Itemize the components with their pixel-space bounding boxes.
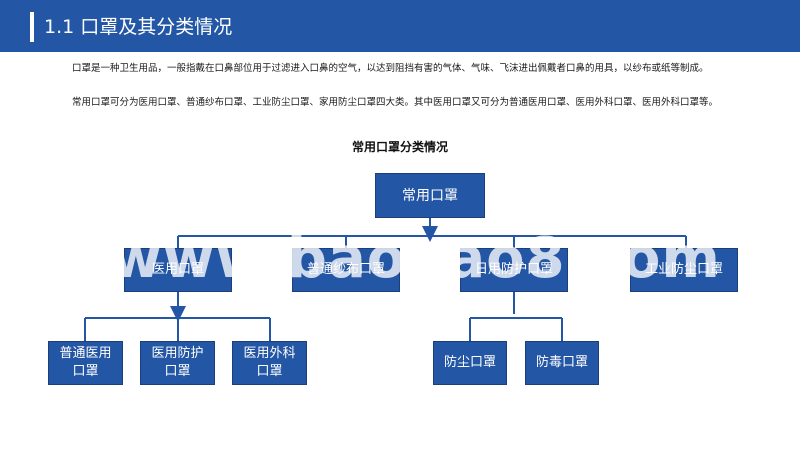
node-daily-protective-masks-label: 日用防护口罩	[474, 262, 553, 277]
node-gas-mask: 防毒口罩	[525, 341, 599, 385]
node-industrial-dust-masks: 工业防尘口罩	[630, 248, 738, 292]
node-gauze-masks-label: 普通纱布口罩	[306, 262, 385, 277]
node-medical-protective-mask: 医用防护 口罩	[140, 341, 215, 385]
node-industrial-dust-masks-label: 工业防尘口罩	[644, 262, 723, 277]
node-medical-surgical-mask: 医用外科 口罩	[232, 341, 307, 385]
node-medical-surgical-mask-line1: 医用外科	[243, 346, 296, 361]
node-medical-surgical-mask-line2: 口罩	[256, 364, 283, 379]
node-gauze-masks: 普通纱布口罩	[292, 248, 400, 292]
intro-paragraph-2: 常用口罩可分为医用口罩、普通纱布口罩、工业防尘口罩、家用防尘口罩四大类。其中医用…	[72, 97, 719, 108]
node-gas-mask-label: 防毒口罩	[535, 355, 588, 370]
node-daily-protective-masks: 日用防护口罩	[460, 248, 568, 292]
page-title: 1.1 口罩及其分类情况	[44, 16, 233, 38]
node-dust-mask: 防尘口罩	[433, 341, 507, 385]
node-common-medical-mask: 普通医用 口罩	[48, 341, 123, 385]
node-medical-protective-mask-line2: 口罩	[164, 364, 191, 379]
node-medical-masks: 医用口罩	[124, 248, 232, 292]
header-accent-bar	[30, 12, 34, 42]
intro-paragraph-1: 口罩是一种卫生用品，一般指戴在口鼻部位用于过滤进入口鼻的空气，以达到阻挡有害的气…	[72, 63, 709, 74]
node-medical-masks-label: 医用口罩	[151, 262, 204, 277]
header-bar	[0, 0, 800, 52]
node-root-label: 常用口罩	[402, 187, 458, 204]
node-root-common-masks: 常用口罩	[375, 173, 485, 218]
diagram-title: 常用口罩分类情况	[351, 140, 448, 154]
node-medical-protective-mask-line1: 医用防护	[151, 346, 204, 361]
node-dust-mask-label: 防尘口罩	[443, 355, 496, 370]
node-common-medical-mask-line2: 口罩	[72, 364, 99, 379]
node-common-medical-mask-line1: 普通医用	[59, 346, 112, 361]
